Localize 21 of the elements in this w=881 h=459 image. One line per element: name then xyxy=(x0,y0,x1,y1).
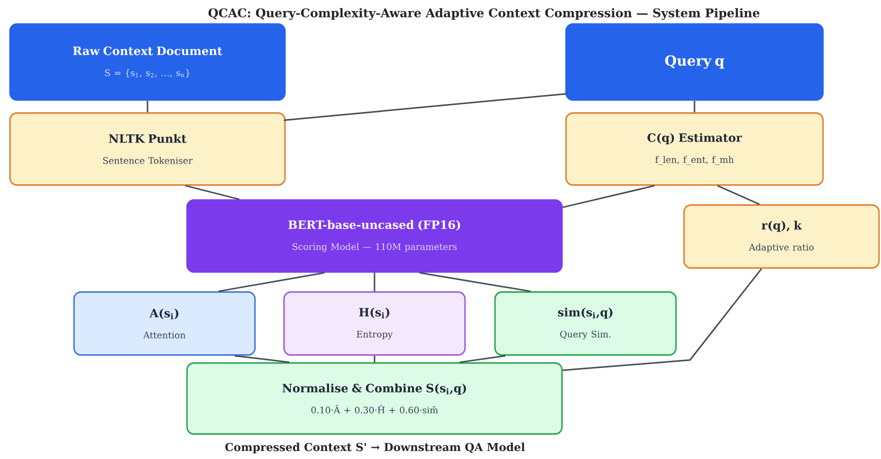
input-box: Raw Context Document S = {s$_{1}$, s$_{2}$, …, s$_{n}$} xyxy=(9,23,286,101)
connector-line xyxy=(562,184,655,208)
connector-line xyxy=(146,100,148,112)
process-box: C(q) Estimator f_len, f_ent, f_mh xyxy=(565,112,824,186)
input-box: Query q xyxy=(565,23,824,101)
connector-line xyxy=(562,268,762,372)
model-box: BERT-base-uncased (FP16) Scoring Model — 110M parameters xyxy=(186,199,563,273)
title: QCAC: Query-Complexity-Aware Adaptive Context Compression — System Pipeline xyxy=(208,8,760,20)
connector-line xyxy=(374,272,376,292)
score-box: A(s$_{i}$) Attention xyxy=(73,291,256,356)
score-box: sim(s$_{i}$,q) Query Sim. xyxy=(494,291,677,356)
connector-line xyxy=(694,100,696,112)
connector-line xyxy=(717,185,760,205)
connector-line xyxy=(419,272,531,292)
score-box: H(s$_{i}$) Entropy xyxy=(283,291,466,356)
process-box: NLTK Punkt Sentence Tokeniser xyxy=(9,112,286,186)
connector-line xyxy=(284,92,568,122)
process-box: r(q), k Adaptive ratio xyxy=(683,204,880,269)
score-box: Normalise & Combine S(s$_{i}$,q) 0.10·Â + 0.30·Ĥ + 0.60·sim̂ xyxy=(186,362,563,435)
connector-line xyxy=(374,356,376,362)
connector-line xyxy=(218,272,325,292)
